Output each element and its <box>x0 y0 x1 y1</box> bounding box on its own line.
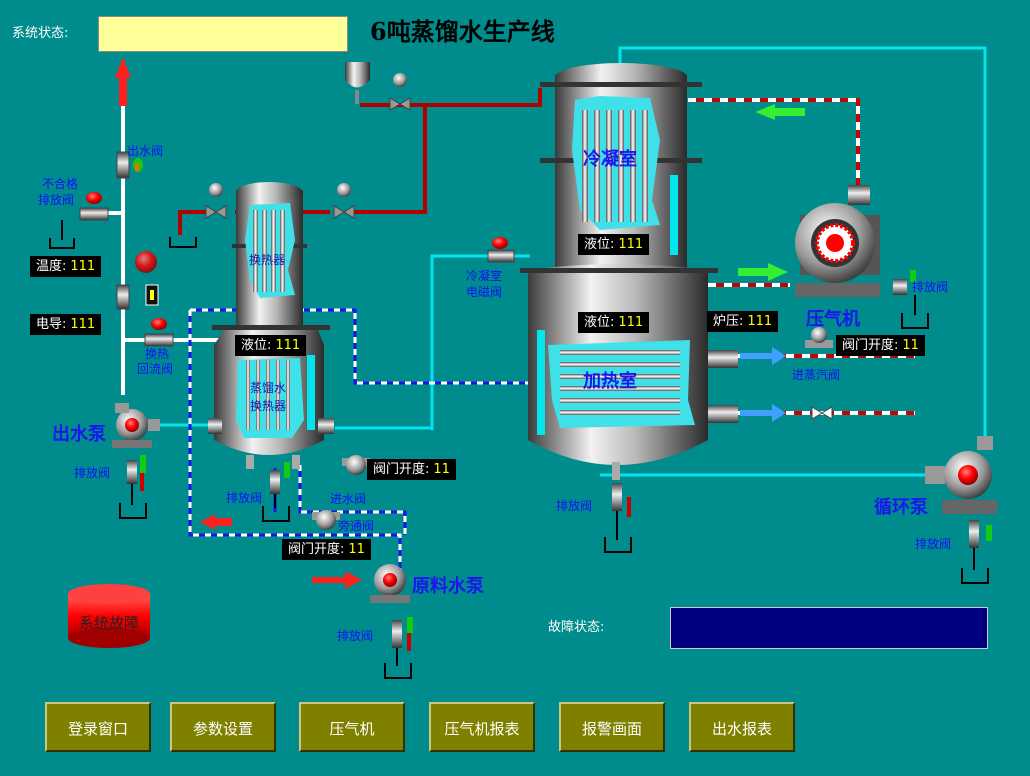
bypass-valve-label: 旁通阀 <box>338 519 375 533</box>
reject-valve-label-2: 排放阀 <box>38 193 75 207</box>
circulation-drain-label: 排放阀 <box>915 537 952 551</box>
temperature-label: 温度: <box>36 259 67 274</box>
temperature-value: 111 <box>70 259 96 274</box>
system-fault-lamp[interactable]: 系统故障 <box>66 582 152 650</box>
heating-room-label: 加热室 <box>583 371 637 392</box>
exchanger-level-value: 111 <box>275 338 301 353</box>
alarm-screen-button[interactable]: 报警画面 <box>559 702 665 752</box>
condenser-valve-label-2: 电磁阀 <box>466 285 503 299</box>
green-arrow-left <box>755 104 805 120</box>
evaporator-drain-label: 排放阀 <box>556 499 593 513</box>
steam-lines <box>178 88 542 235</box>
parameter-settings-button[interactable]: 参数设置 <box>170 702 276 752</box>
bypass-valve-opening-label: 阀门开度: <box>288 542 345 557</box>
compressor-drain-label: 排放阀 <box>912 280 949 294</box>
fault-status-label: 故障状态: <box>548 620 605 635</box>
condenser-level-label: 液位: <box>584 237 615 252</box>
furnace-pressure-value: 111 <box>747 314 773 329</box>
drain-pipes <box>61 220 975 666</box>
outlet-report-button[interactable]: 出水报表 <box>689 702 795 752</box>
heat-exchanger-column <box>208 182 334 469</box>
system-status-field <box>98 16 348 52</box>
raw-water-pump-graphic <box>370 564 410 603</box>
raw-water-drain-label: 排放阀 <box>337 629 374 643</box>
steam-inlet-valve-label: 进蒸汽阀 <box>792 368 841 382</box>
main-evaporator <box>520 63 786 480</box>
exchanger-level-label: 液位: <box>241 338 272 353</box>
furnace-pressure-readout: 炉压:111 <box>707 311 779 332</box>
heater-level-value: 111 <box>618 315 644 330</box>
alarm-light-icon <box>68 584 150 648</box>
compressor-button[interactable]: 压气机 <box>299 702 405 752</box>
outlet-valve-label: 出水阀 <box>127 144 164 158</box>
bypass-valve-opening-readout: 阀门开度:11 <box>282 539 371 560</box>
outlet-arrow <box>115 57 131 78</box>
inlet-valve-opening-value: 11 <box>433 462 450 477</box>
distilled-exchanger-label-2: 换热器 <box>250 399 287 413</box>
heater-level-label: 液位: <box>584 315 615 330</box>
alarm-text: 系统故障 <box>78 614 139 632</box>
valve-actuators <box>86 73 508 330</box>
temperature-readout: 温度:111 <box>30 256 102 277</box>
steam-valve-opening-readout: 阀门开度:11 <box>836 335 925 356</box>
inlet-valve-opening-label: 阀门开度: <box>373 462 430 477</box>
vent-tank <box>345 62 370 104</box>
system-status-label: 系统状态: <box>12 26 69 41</box>
return-valve-label-2: 回流阀 <box>137 362 174 376</box>
green-arrow-right <box>738 263 788 281</box>
outlet-pump-label[interactable]: 出水泵 <box>52 424 106 445</box>
compressor-report-button[interactable]: 压气机报表 <box>429 702 535 752</box>
fault-status-field <box>670 607 988 649</box>
condenser-level-value: 111 <box>618 237 644 252</box>
furnace-pressure-label: 炉压: <box>713 314 744 329</box>
outlet-pump-graphic <box>112 403 160 448</box>
condenser-valve-label-1: 冷凝室 <box>466 269 503 283</box>
red-arrow-left <box>200 514 232 530</box>
heat-exchanger-label: 换热器 <box>249 253 286 267</box>
circulation-pump-label[interactable]: 循环泵 <box>874 497 928 518</box>
raw-water-pump-label[interactable]: 原料水泵 <box>412 576 484 597</box>
control-valves <box>312 327 833 530</box>
exchanger-drain-label: 排放阀 <box>226 491 263 505</box>
exchanger-level-readout: 液位:111 <box>235 335 307 356</box>
page-title: 6吨蒸馏水生产线 <box>370 17 555 46</box>
heater-level-readout: 液位:111 <box>578 312 650 333</box>
drain-valve-bodies <box>127 270 992 651</box>
condensing-room-label: 冷凝室 <box>583 149 637 170</box>
login-window-button[interactable]: 登录窗口 <box>45 702 151 752</box>
inlet-valve-label: 进水阀 <box>330 492 367 506</box>
steam-valve-opening-label: 阀门开度: <box>842 338 899 353</box>
conductivity-readout: 电导:111 <box>30 314 102 335</box>
circulation-pump-graphic <box>925 436 997 514</box>
inlet-valve-opening-readout: 阀门开度:11 <box>367 459 456 480</box>
compressor-label[interactable]: 压气机 <box>806 309 860 330</box>
drain-assemblies <box>49 237 989 679</box>
outlet-pump-drain-label: 排放阀 <box>74 466 111 480</box>
condenser-level-readout: 液位:111 <box>578 234 650 255</box>
return-valve-label-1: 换热 <box>145 347 170 361</box>
valves <box>79 97 833 420</box>
steam-valve-opening-value: 11 <box>902 338 919 353</box>
compressor-unit <box>795 185 880 297</box>
reject-valve-label-1: 不合格 <box>42 177 79 191</box>
conductivity-label: 电导: <box>36 317 67 332</box>
red-arrow-right <box>312 571 362 589</box>
distilled-exchanger-label-1: 蒸馏水 <box>250 381 287 395</box>
conductivity-value: 111 <box>70 317 96 332</box>
bypass-valve-opening-value: 11 <box>348 542 365 557</box>
